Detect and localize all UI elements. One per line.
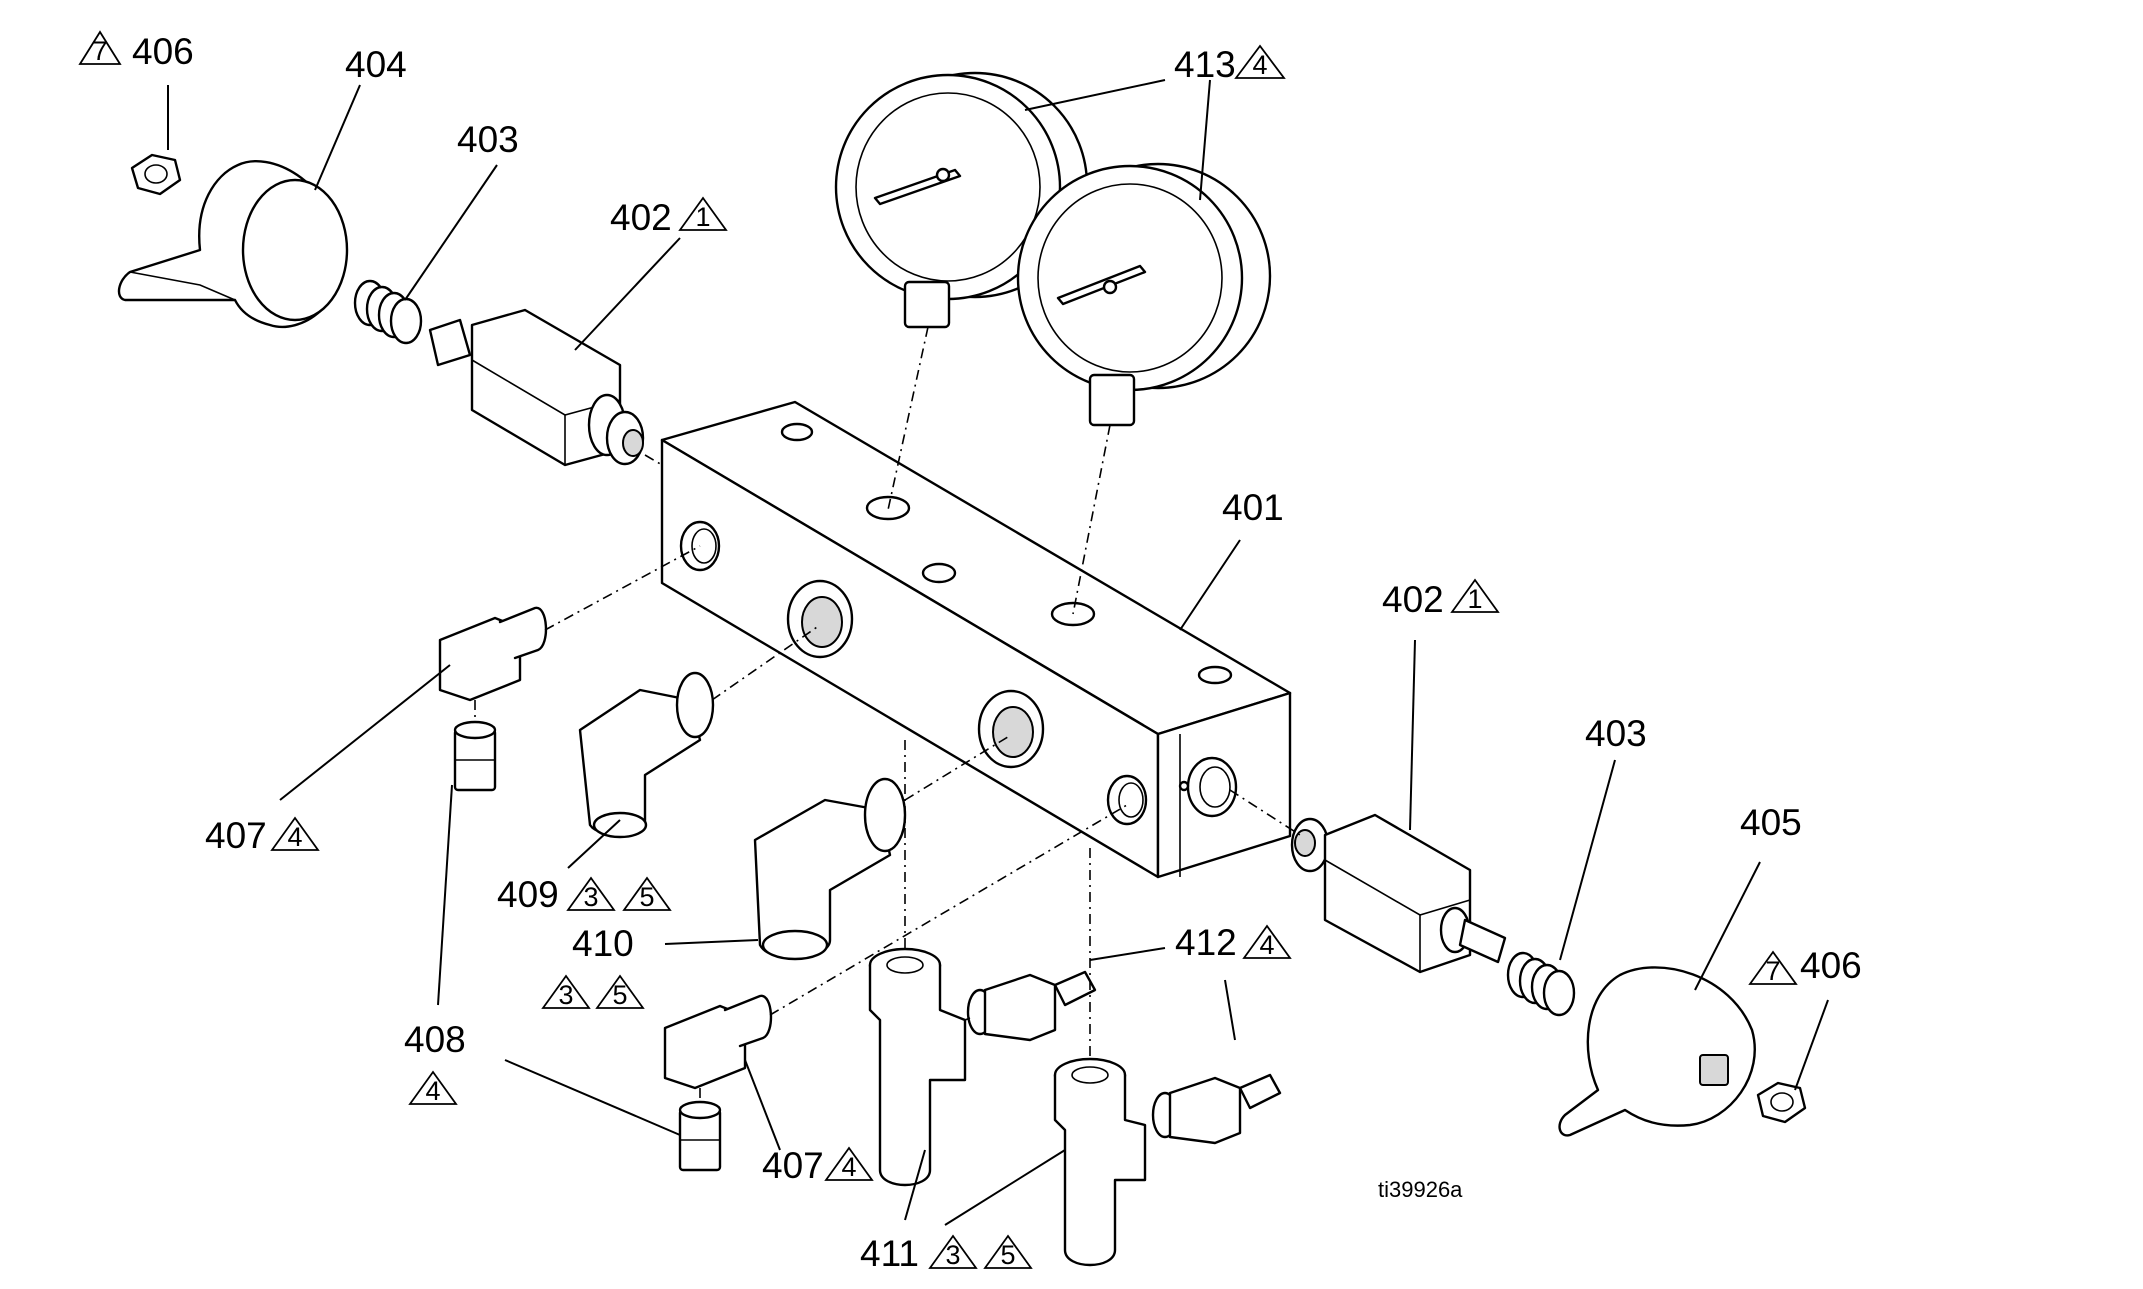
svg-text:5: 5 (639, 882, 654, 912)
handle-404 (117, 160, 349, 329)
callout-407-lower: 407 4 (762, 1145, 874, 1186)
svg-text:7: 7 (1765, 956, 1780, 986)
callout-413: 413 4 (1174, 44, 1286, 85)
svg-text:4: 4 (1259, 930, 1274, 960)
plug-407-lower (663, 804, 1128, 1090)
callout-403-right: 403 (1585, 713, 1647, 754)
svg-text:3: 3 (945, 1240, 960, 1270)
svg-text:401: 401 (1222, 487, 1284, 528)
svg-text:404: 404 (345, 44, 407, 85)
pressure-sensor-412-lower (1151, 1073, 1282, 1145)
svg-text:412: 412 (1175, 922, 1237, 963)
callout-406-left: 7 406 (78, 30, 194, 72)
callout-403-left: 403 (457, 119, 519, 160)
svg-text:3: 3 (583, 882, 598, 912)
svg-text:408: 408 (404, 1019, 466, 1060)
plug-407-upper (438, 545, 701, 702)
svg-text:402: 402 (1382, 579, 1444, 620)
svg-text:413: 413 (1174, 44, 1236, 85)
svg-text:4: 4 (287, 822, 302, 852)
callout-411: 411 3 5 (860, 1233, 1033, 1274)
nipple-408-upper (453, 700, 497, 792)
leader-lines (167, 79, 1829, 1226)
callout-410: 410 3 5 (541, 923, 645, 1010)
svg-text:7: 7 (92, 36, 107, 66)
nut-406-left (130, 153, 182, 196)
svg-text:3: 3 (558, 980, 573, 1010)
svg-text:407: 407 (762, 1145, 824, 1186)
callout-404: 404 (345, 44, 407, 85)
svg-text:407: 407 (205, 815, 267, 856)
svg-text:1: 1 (1467, 584, 1482, 614)
nut-406-right (1756, 1081, 1807, 1124)
nipple-408-lower (678, 1088, 722, 1172)
handle-405 (1558, 966, 1756, 1137)
spring-403-right (1506, 951, 1576, 1017)
pressure-gauge-413-left (834, 71, 1089, 511)
callout-408: 408 4 (404, 1019, 466, 1106)
callout-407-upper: 407 4 (205, 815, 320, 856)
valve-402-left (428, 308, 663, 467)
svg-text:4: 4 (425, 1076, 440, 1106)
valve-402-right (1229, 789, 1507, 974)
figure-id: ti39926a (1378, 1177, 1463, 1202)
svg-text:403: 403 (457, 119, 519, 160)
callout-405: 405 (1740, 802, 1802, 843)
pressure-sensor-412-upper (964, 970, 1097, 1042)
svg-text:402: 402 (610, 197, 672, 238)
svg-text:406: 406 (1800, 945, 1862, 986)
svg-text:5: 5 (612, 980, 627, 1010)
elbow-410 (753, 734, 1012, 961)
tee-411-left (868, 740, 967, 1187)
svg-text:405: 405 (1740, 802, 1802, 843)
callout-412: 412 4 (1175, 922, 1292, 963)
svg-text:5: 5 (1000, 1240, 1015, 1270)
svg-text:4: 4 (1252, 50, 1267, 80)
svg-text:410: 410 (572, 923, 634, 964)
callout-401: 401 (1222, 487, 1284, 528)
callout-402-left: 402 1 (610, 196, 728, 238)
callout-402-right: 402 1 (1382, 578, 1500, 620)
callout-406-right: 7 406 (1748, 945, 1862, 986)
tee-411-right (1053, 848, 1147, 1267)
svg-text:1: 1 (695, 202, 710, 232)
svg-text:4: 4 (841, 1152, 856, 1182)
svg-text:403: 403 (1585, 713, 1647, 754)
svg-text:409: 409 (497, 874, 559, 915)
svg-text:411: 411 (860, 1233, 919, 1274)
callout-409: 409 3 5 (497, 874, 672, 915)
pressure-gauge-413-right (1016, 162, 1272, 615)
elbow-409 (578, 624, 821, 839)
svg-text:406: 406 (132, 31, 194, 72)
spring-403-left (353, 279, 423, 345)
manifold-block-401 (660, 400, 1292, 879)
